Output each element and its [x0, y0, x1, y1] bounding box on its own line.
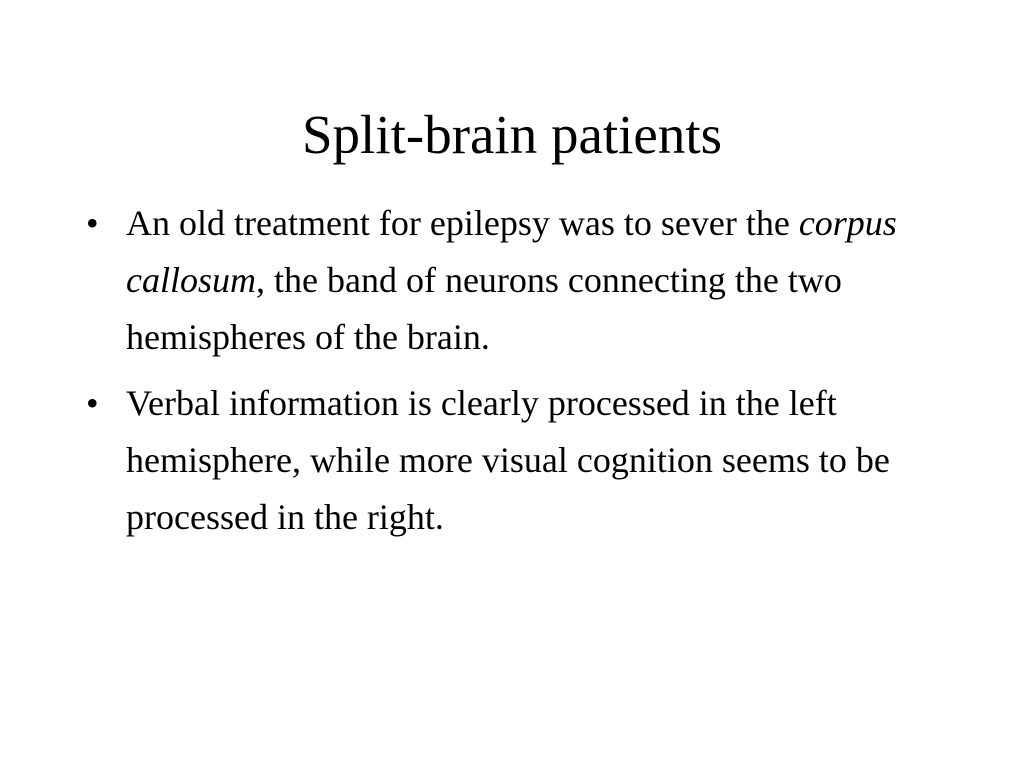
bullet-dot-icon: •: [86, 383, 99, 423]
bullet-item-hemisphere-processing: • Verbal information is clearly processe…: [82, 375, 962, 546]
bullet-dot-icon: •: [86, 203, 99, 243]
bullet-text-before: An old treatment for epilepsy was to sev…: [126, 203, 799, 243]
bullet-list: • An old treatment for epilepsy was to s…: [82, 195, 962, 555]
bullet-text: An old treatment for epilepsy was to sev…: [126, 195, 962, 366]
bullet-text-emphasis: corpus callosum: [126, 203, 897, 300]
bullet-text: Verbal information is clearly processed …: [126, 383, 890, 537]
bullet-text-after: , the band of neurons connecting the two…: [126, 260, 842, 357]
bullet-item-epilepsy-treatment: • An old treatment for epilepsy was to s…: [82, 195, 962, 366]
slide-title: Split-brain patients: [301, 104, 723, 165]
